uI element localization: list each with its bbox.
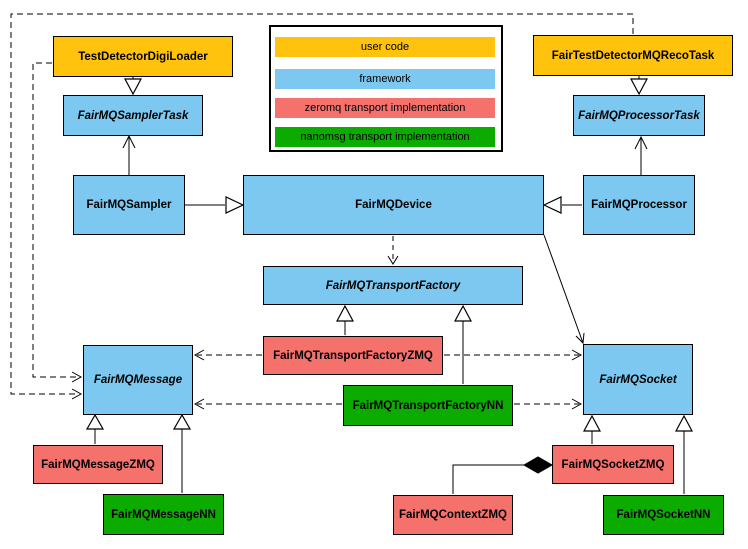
node-fairmq-message-zmq: FairMQMessageZMQ <box>33 445 163 484</box>
node-fairmq-transport-factory-zmq: FairMQTransportFactoryZMQ <box>263 336 443 375</box>
legend-item-zeromq: zeromq transport implementation <box>275 98 495 118</box>
node-test-detector-digi-loader: TestDetectorDigiLoader <box>53 36 233 77</box>
edge-dep-recotask-message <box>10 13 634 400</box>
edge-inherit-tfnn-transportfactory <box>454 304 472 384</box>
edge-dep-digiloader-message <box>32 62 83 383</box>
edge-inherit-recotask-processortask <box>630 76 648 96</box>
edge-inherit-processor-processortask <box>634 135 648 176</box>
edge-inherit-messagezmq-message <box>85 413 105 444</box>
edge-dep-tfnn-socket <box>514 398 583 410</box>
node-fairmq-message-nn: FairMQMessageNN <box>103 494 224 535</box>
legend: user code framework zeromq transport imp… <box>269 25 503 152</box>
edge-dep-tfzmq-socket <box>444 349 583 361</box>
edge-dep-tfnn-message <box>193 398 342 410</box>
node-fairmq-socket-nn: FairMQSocketNN <box>603 495 724 535</box>
node-fairmq-context-zmq: FairMQContextZMQ <box>393 495 513 535</box>
edge-dep-device-transportfactory <box>387 236 399 265</box>
node-fairmq-socket-zmq: FairMQSocketZMQ <box>552 445 674 484</box>
edge-dep-tfzmq-message <box>193 349 262 361</box>
edge-inherit-tfzmq-transportfactory <box>336 304 354 335</box>
node-fair-test-detector-mq-reco-task: FairTestDetectorMQRecoTask <box>533 35 733 76</box>
legend-item-framework: framework <box>275 69 495 89</box>
node-fairmq-sampler-task: FairMQSamplerTask <box>63 95 203 136</box>
edge-inherit-messagenn-message <box>172 413 192 493</box>
node-fairmq-device: FairMQDevice <box>243 175 544 235</box>
legend-item-user-code: user code <box>275 37 495 57</box>
edge-inherit-socketzmq-socket <box>583 414 601 444</box>
node-fairmq-processor: FairMQProcessor <box>583 175 695 235</box>
node-fairmq-processor-task: FairMQProcessorTask <box>573 95 705 136</box>
edge-comp-contextzmq-socketzmq <box>452 456 554 494</box>
node-fairmq-transport-factory: FairMQTransportFactory <box>263 266 523 305</box>
edge-inherit-socketnn-socket <box>675 414 693 494</box>
legend-item-nanomsg: nanomsg transport implementation <box>275 127 495 147</box>
node-fairmq-message: FairMQMessage <box>83 345 193 415</box>
edge-inherit-digiloader-samplertask <box>124 77 142 96</box>
edge-inherit-sampler-device <box>185 196 245 214</box>
edge-inherit-processor-device <box>542 196 582 214</box>
node-fairmq-socket: FairMQSocket <box>583 344 693 415</box>
edge-inherit-sampler-samplertask <box>122 134 136 175</box>
edge-assoc-device-socket <box>543 234 585 345</box>
node-fairmq-transport-factory-nn: FairMQTransportFactoryNN <box>343 385 513 426</box>
node-fairmq-sampler: FairMQSampler <box>73 175 185 235</box>
